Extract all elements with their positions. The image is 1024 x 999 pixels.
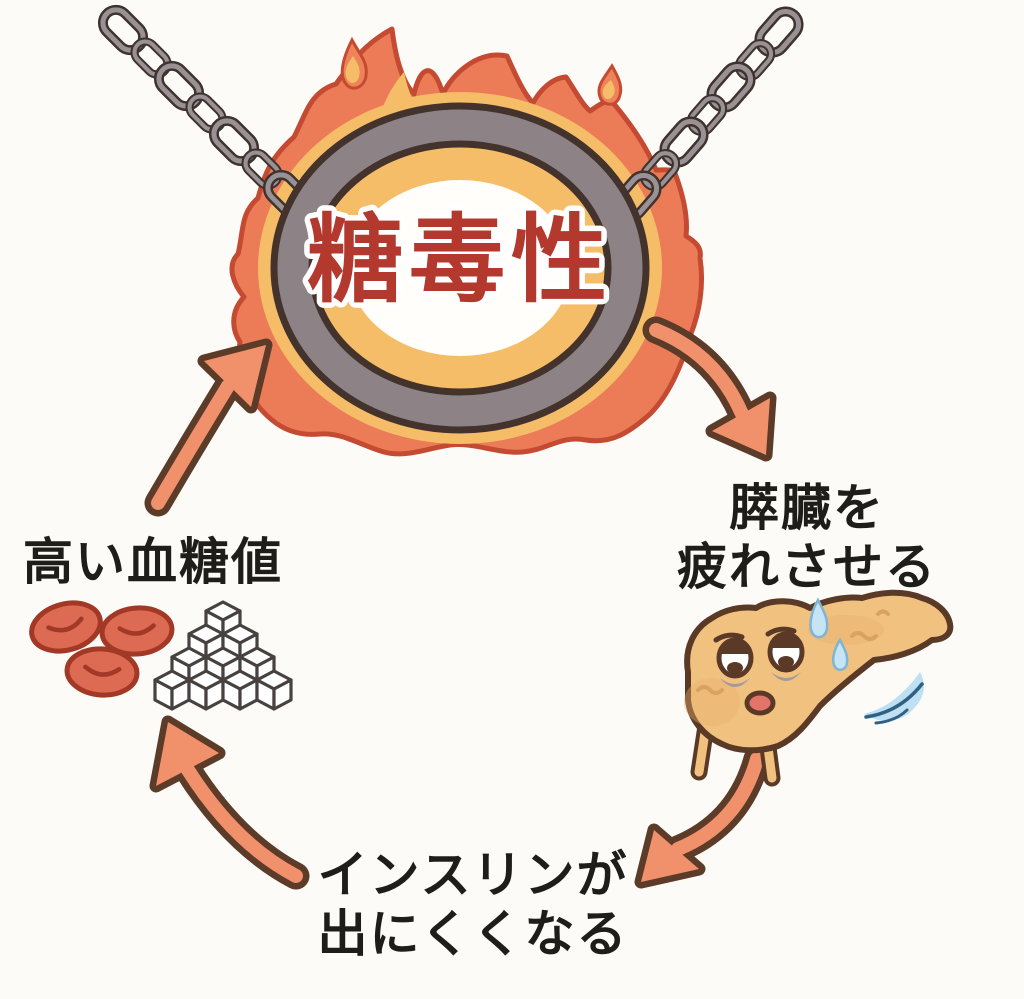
ring-center — [320, 151, 600, 385]
eye-bag — [720, 678, 750, 687]
pancreas-face — [713, 626, 805, 716]
pupil — [778, 656, 794, 668]
arrow-pancreas-to-insulin-icon — [634, 745, 771, 889]
flaming-ring-icon: 糖毒性 — [98, 5, 804, 457]
spark-flame-right-icon — [597, 63, 623, 106]
blue-swoosh-icon — [864, 672, 924, 725]
spark-flame-left-icon — [340, 36, 368, 90]
insulin-text-line1: インスリンが — [317, 846, 629, 904]
ring-inner-glow — [319, 150, 601, 386]
arrow-insulin-to-bloodsugar-icon — [149, 715, 310, 890]
arrow-ring-to-pancreas-icon — [642, 316, 777, 462]
eyebrow — [713, 632, 745, 643]
sweat-drop-icon — [809, 597, 849, 672]
tired-pancreas-icon — [684, 589, 954, 787]
eyelid — [719, 641, 751, 654]
red-blood-cells-icon — [26, 596, 174, 698]
label-blood-sugar: 高い血糖値 — [8, 533, 298, 592]
pancreas-text-line2: 疲れさせる — [677, 538, 937, 596]
blood-sugar-text: 高い血糖値 — [23, 533, 283, 591]
label-pancreas: 膵臓を 疲れさせる — [657, 479, 957, 597]
label-insulin: インスリンが 出にくくなる — [308, 846, 638, 964]
pancreas-text-line1: 膵臓を — [729, 479, 885, 537]
mouth — [744, 690, 776, 716]
eye-bag — [771, 672, 801, 681]
arrow-bloodsugar-to-ring-icon — [144, 338, 273, 517]
ring-band — [277, 109, 643, 427]
eyebrow — [765, 626, 797, 637]
insulin-text-line2: 出にくくなる — [317, 905, 629, 963]
pupil — [727, 662, 743, 674]
sugar-cubes-icon — [153, 600, 293, 711]
pancreas-texture — [696, 609, 890, 695]
ring-label: 糖毒性 — [307, 204, 613, 316]
eyelid — [770, 635, 802, 648]
